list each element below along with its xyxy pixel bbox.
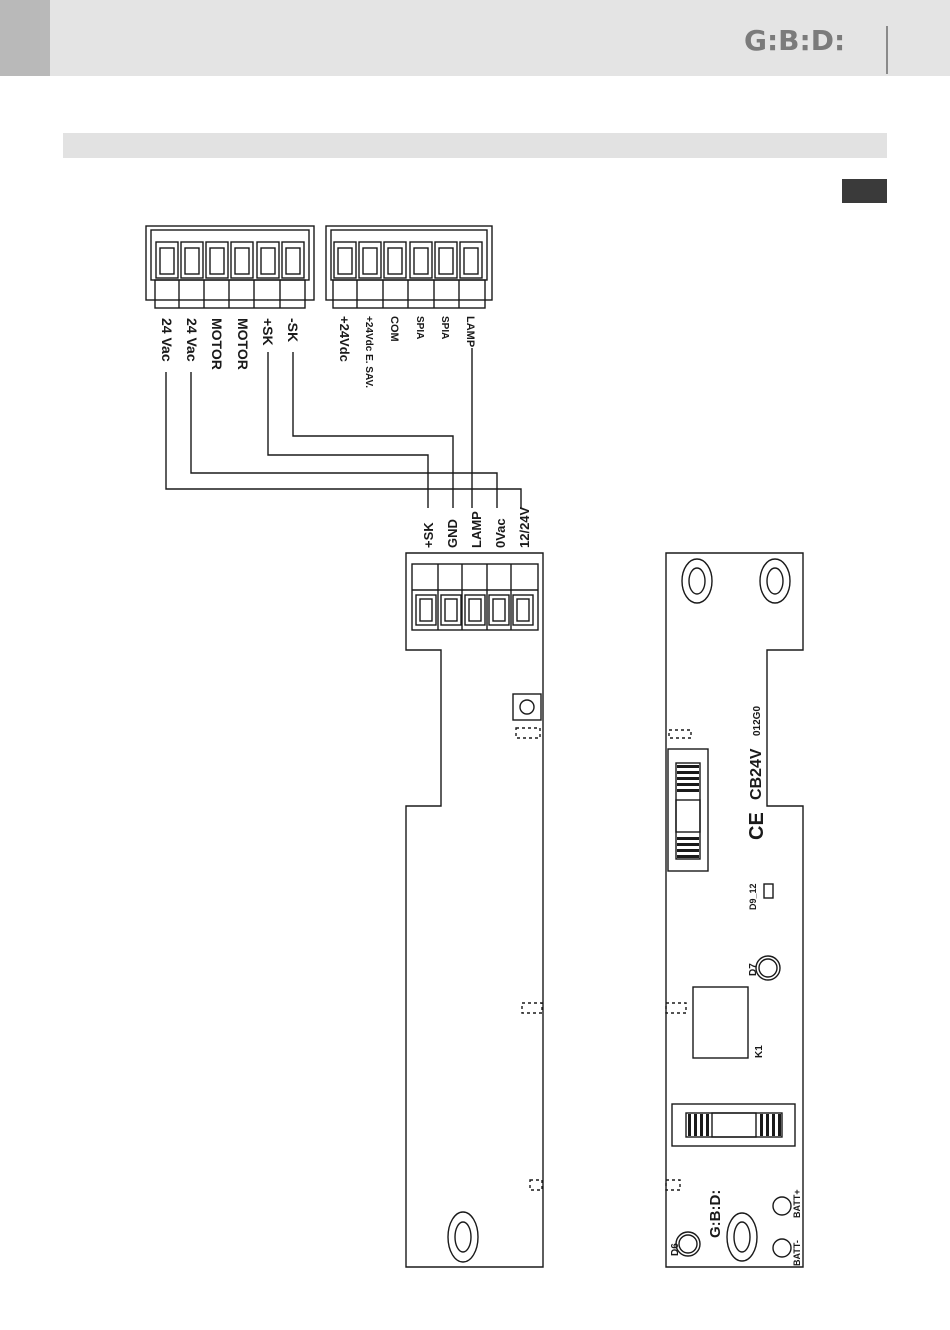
wire-24vac-b-to-0vac [191, 372, 497, 508]
label-motor-a: MOTOR [209, 318, 225, 370]
label-term-12-24v: 12/24V [517, 506, 532, 548]
board-left [406, 553, 543, 1267]
label-24vac-b: 24 Vac [184, 318, 200, 362]
label-d9-12: D9_12 [748, 883, 758, 910]
wire-24vac-a-to-12-24v [166, 372, 521, 508]
batt-plus-pad [773, 1197, 791, 1215]
label-d7: D7 [748, 963, 759, 976]
connector-right [326, 226, 492, 308]
ce-mark: CE [746, 812, 768, 840]
label-spia-b: SPIA [439, 316, 450, 339]
label-24vdc-esav: +24Vdc E. SAV. [363, 316, 374, 388]
board-logo: G:B:D: [707, 1190, 724, 1238]
battery-connector-stripes [688, 1114, 781, 1136]
label-batt-plus: BATT+ [792, 1189, 802, 1218]
label-24vdc: +24Vdc [337, 316, 352, 362]
label-d6: D6 [670, 1243, 681, 1256]
label-24vac-a: 24 Vac [159, 318, 175, 362]
wire-plus-sk [268, 352, 428, 508]
label-term-gnd: GND [445, 519, 460, 548]
label-plus-sk: +SK [260, 318, 276, 346]
test-button [513, 694, 541, 720]
board-terminal-slots [416, 595, 533, 625]
board-right [666, 553, 803, 1267]
connector-right-slots [334, 242, 482, 278]
label-motor-b: MOTOR [235, 318, 251, 370]
mounting-hole [448, 1212, 478, 1262]
label-k1: K1 [754, 1045, 765, 1058]
label-lamp-conn: LAMP [464, 316, 476, 347]
fuse-stripes [677, 765, 699, 858]
connector-left-slots [156, 242, 304, 278]
connector-left [146, 226, 314, 308]
label-term-0vac: 0Vac [493, 518, 508, 548]
batt-minus-pad [773, 1239, 791, 1257]
label-batt-minus: BATT- [792, 1240, 802, 1266]
label-spia-a: SPIA [414, 316, 425, 339]
jumper-d9 [764, 884, 773, 898]
label-minus-sk: -SK [285, 318, 301, 342]
relay-k1 [693, 987, 748, 1058]
label-com: COM [388, 316, 400, 342]
board-model: CB24V [748, 748, 765, 800]
label-term-plus-sk: +SK [421, 522, 436, 548]
board-code: 012G0 [752, 706, 763, 736]
label-term-lamp: LAMP [469, 511, 484, 548]
